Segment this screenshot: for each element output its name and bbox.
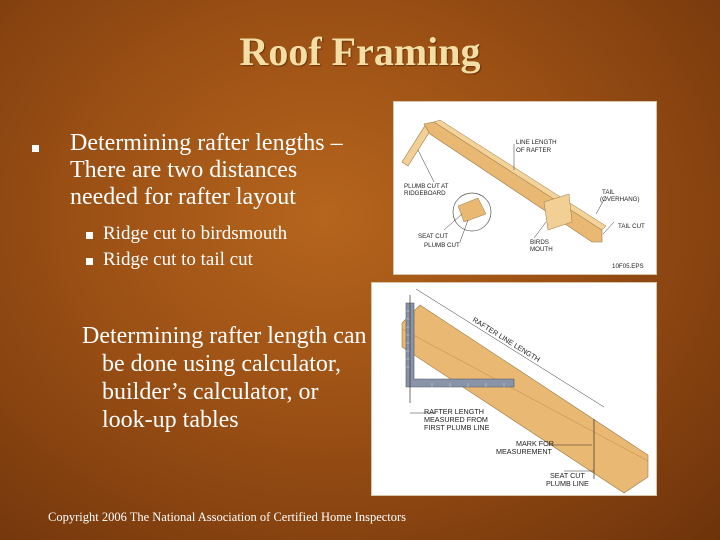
- label-plumb-ridge-2: RIDGEBOARD: [404, 190, 446, 197]
- label-birds-1: BIRDS: [530, 239, 549, 246]
- bullet-main-text: Determining rafter lengths – There are t…: [70, 130, 343, 210]
- slide-title: Roof Framing: [239, 29, 481, 74]
- square-bullet-icon: [86, 258, 93, 265]
- leader-lines: [410, 412, 594, 472]
- bullet-list: Determining rafter lengths – There are t…: [28, 130, 358, 273]
- rafter-anatomy-diagram: LINE LENGTH OF RAFTER PLUMB CUT AT RIDGE…: [401, 119, 645, 270]
- sub-bullet-list: Ridge cut to birdsmouth Ridge cut to tai…: [28, 221, 358, 273]
- rafter-board-shape: [401, 304, 649, 494]
- sub-bullet-text: Ridge cut to tail cut: [103, 249, 253, 270]
- label-mark-2: MEASUREMENT: [496, 447, 553, 456]
- square-bullet-icon: [32, 145, 39, 152]
- leader-lines: [417, 144, 615, 243]
- label-tail-1: TAIL: [602, 189, 615, 196]
- square-bullet-icon: [86, 232, 93, 239]
- sub-bullet-item: Ridge cut to tail cut: [28, 247, 358, 273]
- label-seat-2: PLUMB LINE: [546, 479, 589, 488]
- rafter-measurement-figure: RAFTER LINE LENGTH RAFTER LENGTH MEASURE…: [371, 282, 657, 496]
- label-rafter-length-1: RAFTER LENGTH: [424, 407, 484, 416]
- label-tail-cut: TAIL CUT: [618, 223, 645, 230]
- label-seat-cut: SEAT CUT: [418, 233, 448, 240]
- bullet-main: Determining rafter lengths – There are t…: [28, 130, 358, 211]
- label-fig-code: 10F05.EPS: [612, 263, 644, 270]
- sub-bullet-text: Ridge cut to birdsmouth: [103, 223, 288, 244]
- copyright-footer: Copyright 2006 The National Association …: [48, 510, 407, 524]
- label-line-length-2: OF RAFTER: [516, 147, 552, 154]
- paragraph-text: Determining rafter length can be done us…: [82, 323, 367, 433]
- label-rafter-length-2: MEASURED FROM: [424, 415, 488, 424]
- framing-square-icon: [405, 302, 515, 388]
- label-line-length-1: LINE LENGTH: [516, 139, 557, 146]
- label-plumb-cut: PLUMB CUT: [424, 242, 460, 249]
- rafter-anatomy-figure: LINE LENGTH OF RAFTER PLUMB CUT AT RIDGE…: [393, 101, 657, 275]
- sub-bullet-item: Ridge cut to birdsmouth: [28, 221, 358, 247]
- label-plumb-ridge-1: PLUMB CUT AT: [404, 183, 449, 190]
- label-birds-2: MOUTH: [530, 246, 553, 253]
- square-ticks: [406, 310, 505, 387]
- label-rafter-length-3: FIRST PLUMB LINE: [424, 423, 490, 432]
- wall-plate-shape: [543, 193, 573, 231]
- birdsmouth-detail: [457, 197, 487, 223]
- label-tail-2: (OVERHANG): [600, 196, 640, 203]
- label-mark-1: MARK FOR: [516, 439, 554, 448]
- label-seat-1: SEAT CUT: [550, 471, 585, 480]
- rafter-measurement-diagram: RAFTER LINE LENGTH RAFTER LENGTH MEASURE…: [401, 288, 649, 494]
- dimension-line: [415, 288, 605, 408]
